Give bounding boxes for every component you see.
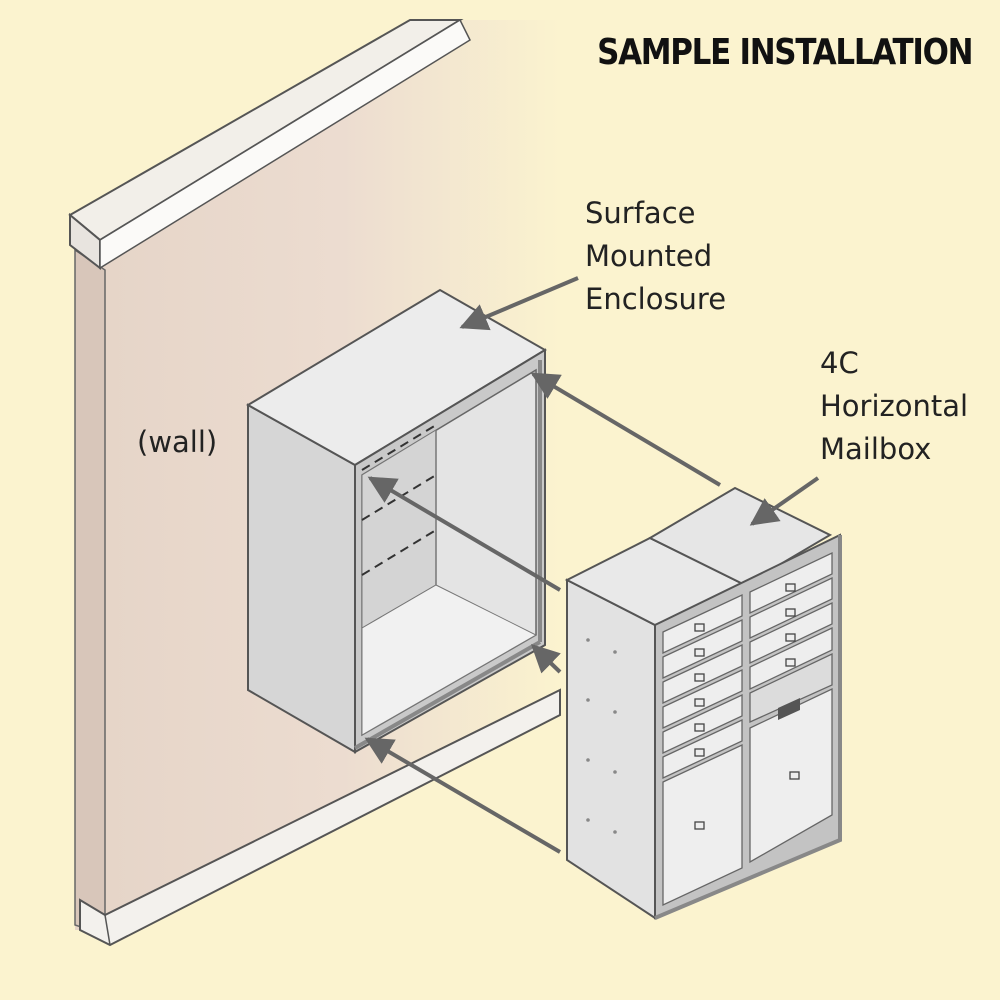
mailbox-callout-line: 4C [820,346,859,380]
mailbox-callout-line: Mailbox [820,432,932,466]
diagram-title: SAMPLE INSTALLATION [596,32,973,73]
right-door-column [749,551,833,864]
mailbox [564,486,842,920]
enclosure-callout-line: Mounted [585,239,713,273]
enclosure-callout: Surface Mounted Enclosure [585,192,726,321]
wall-label: (wall) [137,425,218,459]
mailbox-callout-line: Horizontal [820,389,969,423]
door-locks [694,583,800,830]
mailbox-callout: 4C Horizontal Mailbox [820,342,968,471]
enclosure-callout-line: Surface [585,196,696,230]
callout-arrows [364,276,820,854]
side-rivets [586,638,617,834]
enclosure-callout-line: Enclosure [585,282,727,316]
enclosure [246,288,547,754]
left-door-column [662,593,743,907]
